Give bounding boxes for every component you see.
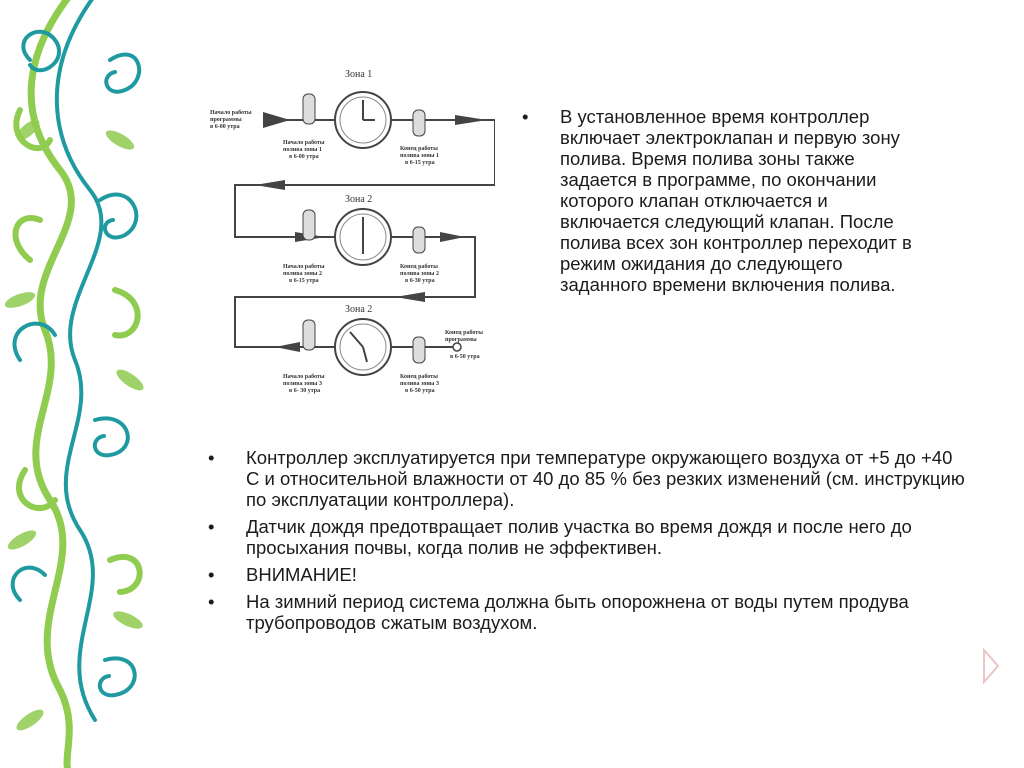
zone-start-label-2: полива зоны 1 — [283, 147, 322, 153]
bullet-item: • В установленное время контроллер включ… — [522, 106, 930, 295]
program-end-label-3: в 6-50 утра — [450, 354, 480, 360]
floral-ornament — [4, 0, 144, 768]
zone-end-label-2: полива зоны 3 — [400, 381, 439, 387]
zone-start-label-1: Начало работы — [283, 373, 325, 380]
zone-start-label-2: полива зоны 3 — [283, 381, 322, 387]
zone-title: Зона 2 — [345, 304, 372, 315]
zone-start-label-1: Начало работы — [283, 263, 325, 270]
zone-1-group: Зона 1 Начало работы программы в 6-00 ут… — [210, 69, 439, 166]
zone-start-label-1: Начало работы — [283, 139, 325, 146]
zone-end-label-3: в 6-50 утра — [405, 388, 435, 394]
zone-end-label-2: полива зоны 1 — [400, 153, 439, 159]
zone-start-label-2: полива зоны 2 — [283, 271, 322, 277]
bullet-marker: • — [208, 447, 215, 468]
bullet-text: ВНИМАНИЕ! — [246, 564, 357, 585]
bullet-text: Датчик дождя предотвращает полив участка… — [246, 516, 912, 558]
bullet-marker: • — [522, 106, 529, 127]
zone-end-label-1: Конец работы — [400, 263, 438, 270]
program-start-label-1: Начало работы — [210, 109, 252, 116]
program-end-label-2: программы — [445, 337, 477, 343]
zone-start-label-3: в 6-00 утра — [289, 154, 319, 160]
bottom-bullet-list: • Контроллер эксплуатируется при темпера… — [208, 447, 966, 639]
program-start-label-2: программы — [210, 117, 242, 123]
zone-3-group: Зона 2 Конец работы программы в 6-50 утр… — [283, 304, 483, 394]
bullet-item: • На зимний период система должна быть о… — [208, 591, 966, 633]
next-slide-arrow-icon[interactable] — [982, 648, 1000, 684]
zone-title: Зона 1 — [345, 69, 372, 80]
zone-end-label-1: Конец работы — [400, 145, 438, 152]
bullet-marker: • — [208, 564, 215, 585]
zone-2-group: Зона 2 Начало работы полива зоны 2 в 6-1… — [283, 194, 439, 284]
bullet-text: В установленное время контроллер включае… — [560, 106, 912, 295]
irrigation-zones-diagram: Зона 1 Начало работы программы в 6-00 ут… — [210, 69, 495, 394]
bullet-item: • ВНИМАНИЕ! — [208, 564, 966, 585]
zone-end-label-1: Конец работы — [400, 373, 438, 380]
bullet-text: Контроллер эксплуатируется при температу… — [246, 447, 965, 510]
program-start-label-3: в 6-00 утра — [210, 124, 240, 130]
zone-start-label-3: в 6- 30 утра — [289, 388, 320, 394]
zone-title: Зона 2 — [345, 194, 372, 205]
zone-end-label-3: в 6-15 утра — [405, 160, 435, 166]
bullet-text: На зимний период система должна быть опо… — [246, 591, 909, 633]
zone-start-label-3: в 6-15 утра — [289, 278, 319, 284]
bullet-marker: • — [208, 516, 215, 537]
top-bullet-list: • В установленное время контроллер включ… — [522, 106, 930, 295]
program-end-label-1: Конец работы — [445, 329, 483, 336]
zone-end-label-3: в 6-30 утра — [405, 278, 435, 284]
bullet-item: • Датчик дождя предотвращает полив участ… — [208, 516, 966, 558]
bullet-item: • Контроллер эксплуатируется при темпера… — [208, 447, 966, 510]
zone-end-label-2: полива зоны 2 — [400, 271, 439, 277]
bullet-marker: • — [208, 591, 215, 612]
